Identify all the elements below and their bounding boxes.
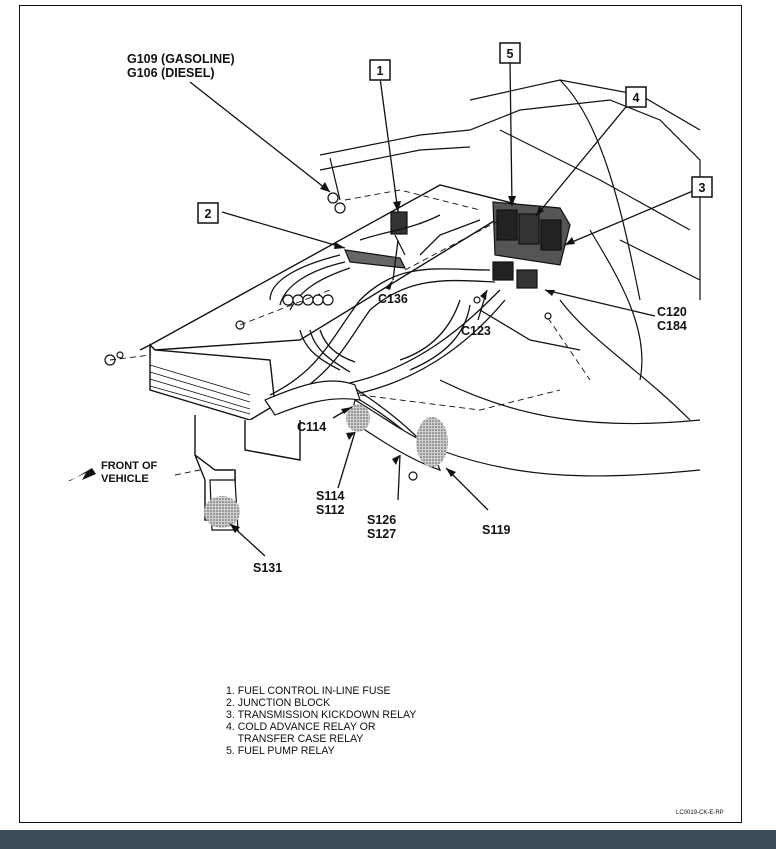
callout-box-3: 3 [691,176,713,198]
splice-shading [204,404,448,528]
label-s114: S114 [316,489,345,503]
legend-item-2: 2. JUNCTION BLOCK [226,697,331,709]
label-c136: C136 [378,292,408,306]
label-c123: C123 [461,324,491,338]
svg-text:4: 4 [633,91,640,105]
diagram-frame [19,5,742,823]
label-g106: G106 (DIESEL) [127,66,215,80]
callout-box-1: 1 [369,59,391,81]
svg-text:2: 2 [205,207,212,221]
fender-panel [139,184,522,521]
label-s131: S131 [253,561,282,575]
label-front-of: FRONT OF [101,460,157,472]
callout-box-4: 4 [625,86,647,108]
wiring-harness [269,214,581,471]
label-s127: S127 [367,527,396,541]
figure-code: LC0019-CK-E-RP [676,810,724,816]
legend-item-3: 3. TRANSMISSION KICKDOWN RELAY [226,709,417,721]
label-vehicle: VEHICLE [101,473,149,485]
leader-lines [189,61,701,557]
svg-text:1: 1 [377,64,384,78]
label-s119: S119 [482,523,511,537]
callout-box-5: 5 [499,42,521,64]
legend-item-4: 4. COLD ADVANCE RELAY OR [226,721,376,733]
svg-text:3: 3 [699,181,706,195]
bottom-bar [0,830,776,849]
legend-item-4-cont: TRANSFER CASE RELAY [226,733,364,745]
label-g109: G109 (GASOLINE) [127,52,235,66]
arrowheads [68,182,575,533]
vehicle-body-outline [319,79,701,477]
label-s126: S126 [367,513,396,527]
label-c184: C184 [657,319,687,333]
label-s112: S112 [316,503,345,517]
legend-item-1: 1. FUEL CONTROL IN-LINE FUSE [226,685,391,697]
svg-text:5: 5 [507,47,514,61]
dashed-guides [109,189,591,476]
label-c114: C114 [297,420,326,434]
legend-item-5: 5. FUEL PUMP RELAY [226,745,335,757]
label-c120: C120 [657,305,687,319]
relay-block [492,201,571,289]
terminal-connectors [104,192,552,481]
callout-box-2: 2 [197,202,219,224]
